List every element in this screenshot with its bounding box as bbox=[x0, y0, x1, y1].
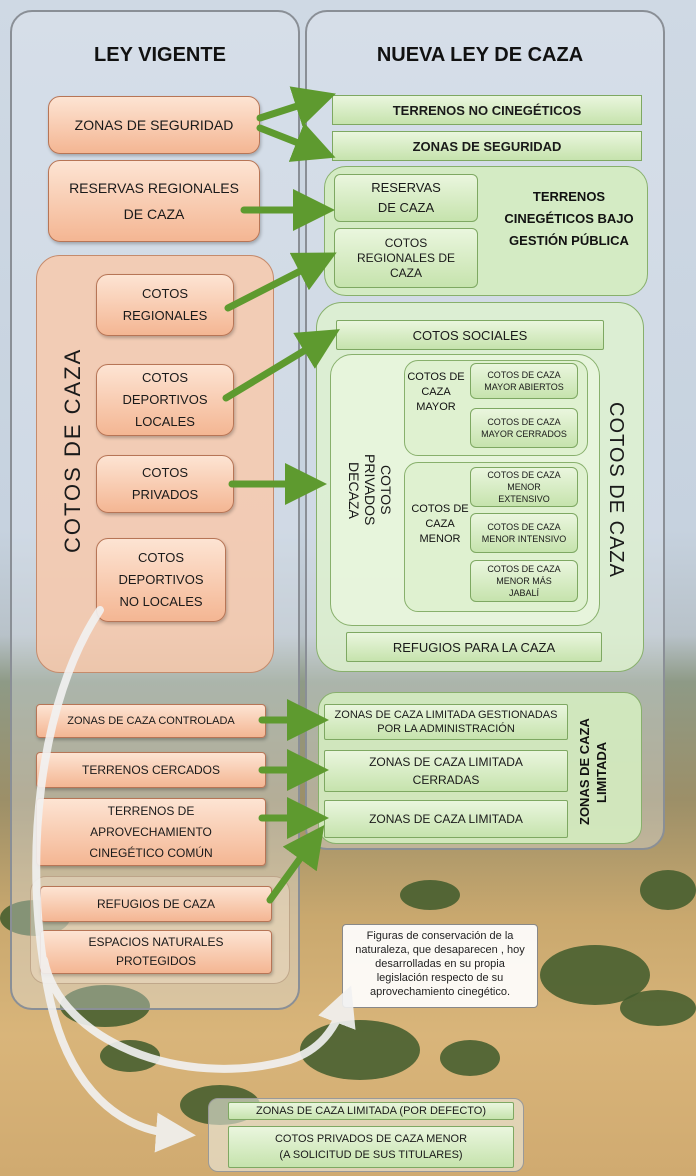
lv-terrenos-cercados: TERRENOS CERCADOS bbox=[36, 752, 266, 788]
nl-terrenos-no-cinegeticos: TERRENOS NO CINEGÉTICOS bbox=[332, 95, 642, 125]
lv-cotos-regionales: COTOS REGIONALES bbox=[96, 274, 234, 336]
lv-refugios-de-caza: REFUGIOS DE CAZA bbox=[40, 886, 272, 922]
bottom-zcl-defecto: ZONAS DE CAZA LIMITADA (POR DEFECTO) bbox=[228, 1102, 514, 1120]
conservation-note: Figuras de conservación de la naturaleza… bbox=[342, 924, 538, 1008]
nl-zcl-cerradas: ZONAS DE CAZA LIMITADA CERRADAS bbox=[324, 750, 568, 792]
arrow-zs-to-zs bbox=[256, 122, 336, 162]
nl-caza-menor-label: COTOS DE CAZA MENOR bbox=[411, 503, 469, 545]
left-column-title: LEY VIGENTE bbox=[94, 44, 226, 66]
lv-cotos-deportivos-no-locales: COTOS DEPORTIVOS NO LOCALES bbox=[96, 538, 226, 622]
nl-cotos-privados-label: COTOS PRIVADOS DECAZA bbox=[346, 454, 394, 526]
nl-refugios-para-la-caza: REFUGIOS PARA LA CAZA bbox=[346, 632, 602, 662]
nl-cotos-de-caza-label: COTOS DE CAZA bbox=[605, 402, 627, 578]
arrow-refugios-to-zcl bbox=[266, 824, 325, 904]
nl-caza-mayor-label: COTOS DE CAZA MAYOR bbox=[407, 371, 465, 413]
nl-menor-jabali: COTOS DE CAZA MENOR MÁS JABALÍ bbox=[470, 560, 578, 602]
lv-zonas-caza-controlada: ZONAS DE CAZA CONTROLADA bbox=[36, 704, 266, 738]
arrow-regionales-to-regionales bbox=[224, 252, 337, 312]
nl-menor-intensivo: COTOS DE CAZA MENOR INTENSIVO bbox=[470, 513, 578, 553]
bottom-cotos-privados-menor-line2: (A SOLICITUD DE SUS TITULARES) bbox=[279, 1149, 463, 1161]
lv-terrenos-aprovechamiento: TERRENOS DE APROVECHAMIENTO CINEGÉTICO C… bbox=[36, 798, 266, 866]
nl-mayor-abiertos: COTOS DE CAZA MAYOR ABIERTOS bbox=[470, 363, 578, 399]
tree-decoration bbox=[300, 1020, 420, 1080]
tree-decoration bbox=[400, 880, 460, 910]
bottom-cotos-privados-menor: COTOS PRIVADOS DE CAZA MENOR (A SOLICITU… bbox=[228, 1126, 514, 1168]
tree-decoration bbox=[620, 990, 696, 1026]
tree-decoration bbox=[640, 870, 696, 910]
nl-gestion-publica-label: TERRENOS CINEGÉTICOS BAJO GESTIÓN PÚBLIC… bbox=[504, 189, 634, 248]
nl-zcl-administracion: ZONAS DE CAZA LIMITADA GESTIONADAS POR L… bbox=[324, 704, 568, 740]
lv-reservas-regionales: RESERVAS REGIONALES DE CAZA bbox=[48, 160, 260, 242]
lv-zonas-seguridad: ZONAS DE SEGURIDAD bbox=[48, 96, 260, 154]
nl-zcl: ZONAS DE CAZA LIMITADA bbox=[324, 800, 568, 838]
nl-cotos-sociales: COTOS SOCIALES bbox=[336, 320, 604, 350]
lv-cotos-deportivos-locales: COTOS DEPORTIVOS LOCALES bbox=[96, 364, 234, 436]
lv-cotos-privados: COTOS PRIVADOS bbox=[96, 455, 234, 513]
nl-menor-extensivo: COTOS DE CAZA MENOR EXTENSIVO bbox=[470, 467, 578, 507]
lv-espacios-naturales: ESPACIOS NATURALES PROTEGIDOS bbox=[40, 930, 272, 974]
bottom-cotos-privados-menor-line1: COTOS PRIVADOS DE CAZA MENOR bbox=[274, 1133, 468, 1145]
arrow-conservation-to-note bbox=[40, 956, 356, 1073]
arrow-zs-to-no-cinegeticos bbox=[256, 86, 336, 127]
arrow-locales-to-sociales bbox=[222, 329, 340, 402]
nl-mayor-cerrados: COTOS DE CAZA MAYOR CERRADOS bbox=[470, 408, 578, 448]
nl-reservas-de-caza: RESERVAS DE CAZA bbox=[334, 174, 478, 222]
tree-decoration bbox=[440, 1040, 500, 1076]
right-column-title: NUEVA LEY DE CAZA bbox=[376, 44, 584, 66]
